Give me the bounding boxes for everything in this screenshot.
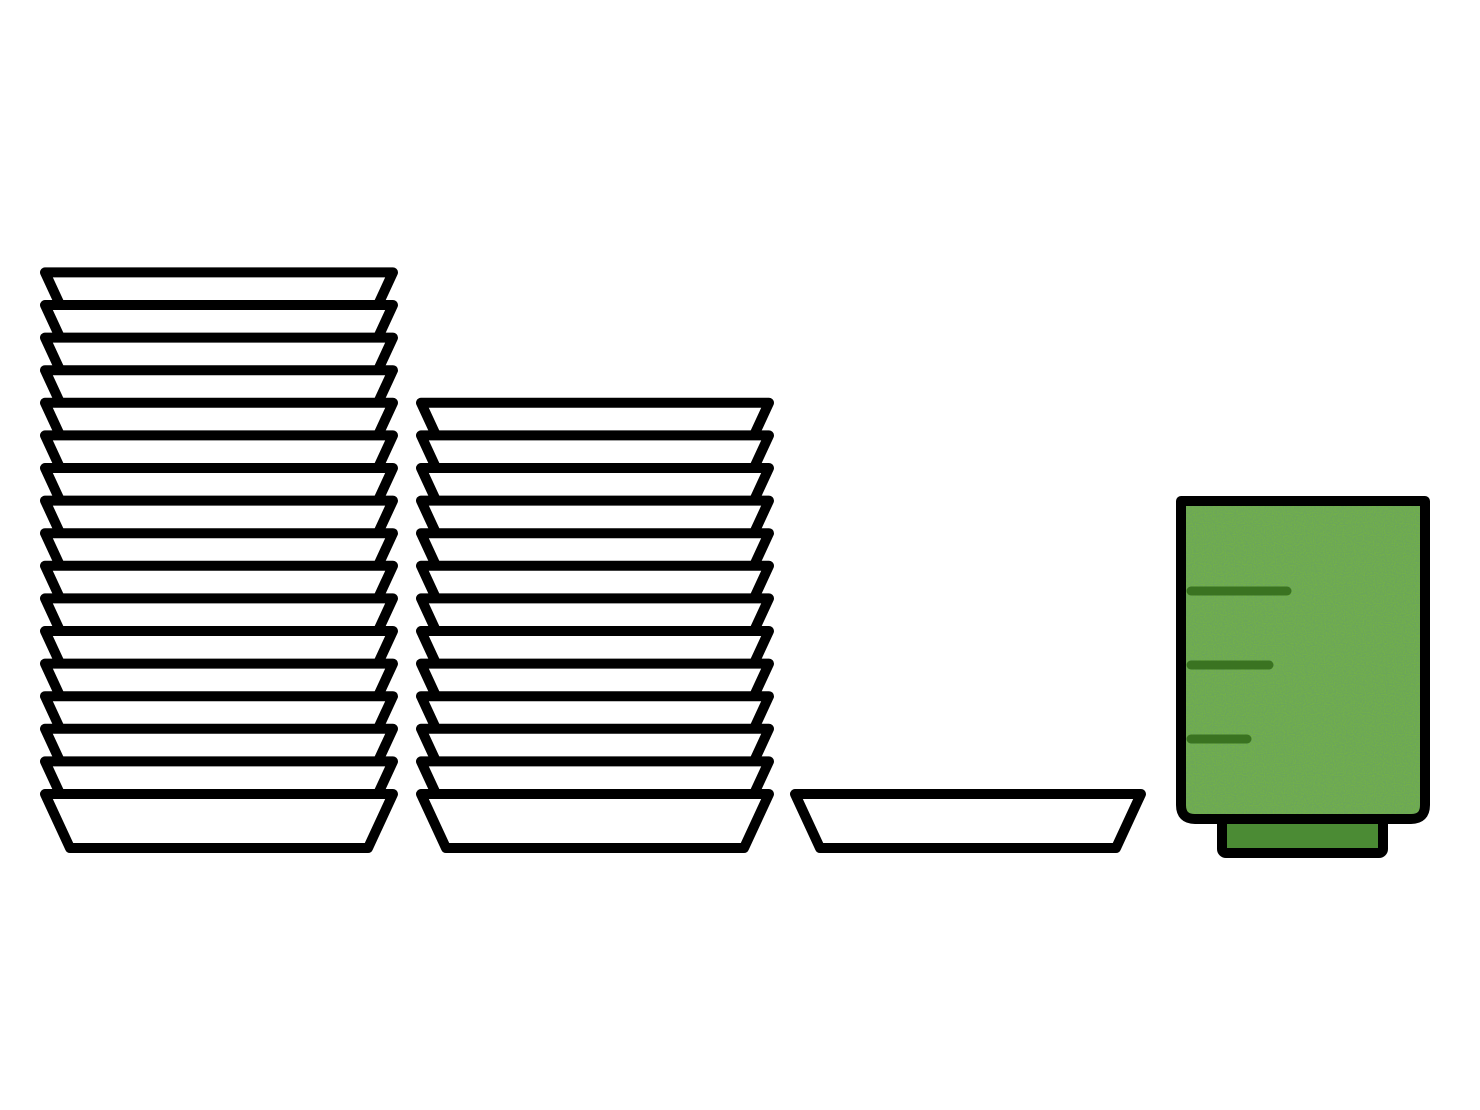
plate bbox=[40, 789, 398, 853]
cup-body bbox=[1181, 501, 1425, 819]
tall-plate-stack bbox=[40, 267, 398, 853]
measuring-cup bbox=[1176, 496, 1430, 858]
cup-outline bbox=[1176, 496, 1430, 824]
single-plate bbox=[790, 789, 1146, 853]
medium-plate-stack bbox=[416, 397, 774, 853]
plate-stacks bbox=[40, 267, 1146, 853]
plate bbox=[790, 789, 1146, 853]
plate bbox=[416, 789, 774, 853]
